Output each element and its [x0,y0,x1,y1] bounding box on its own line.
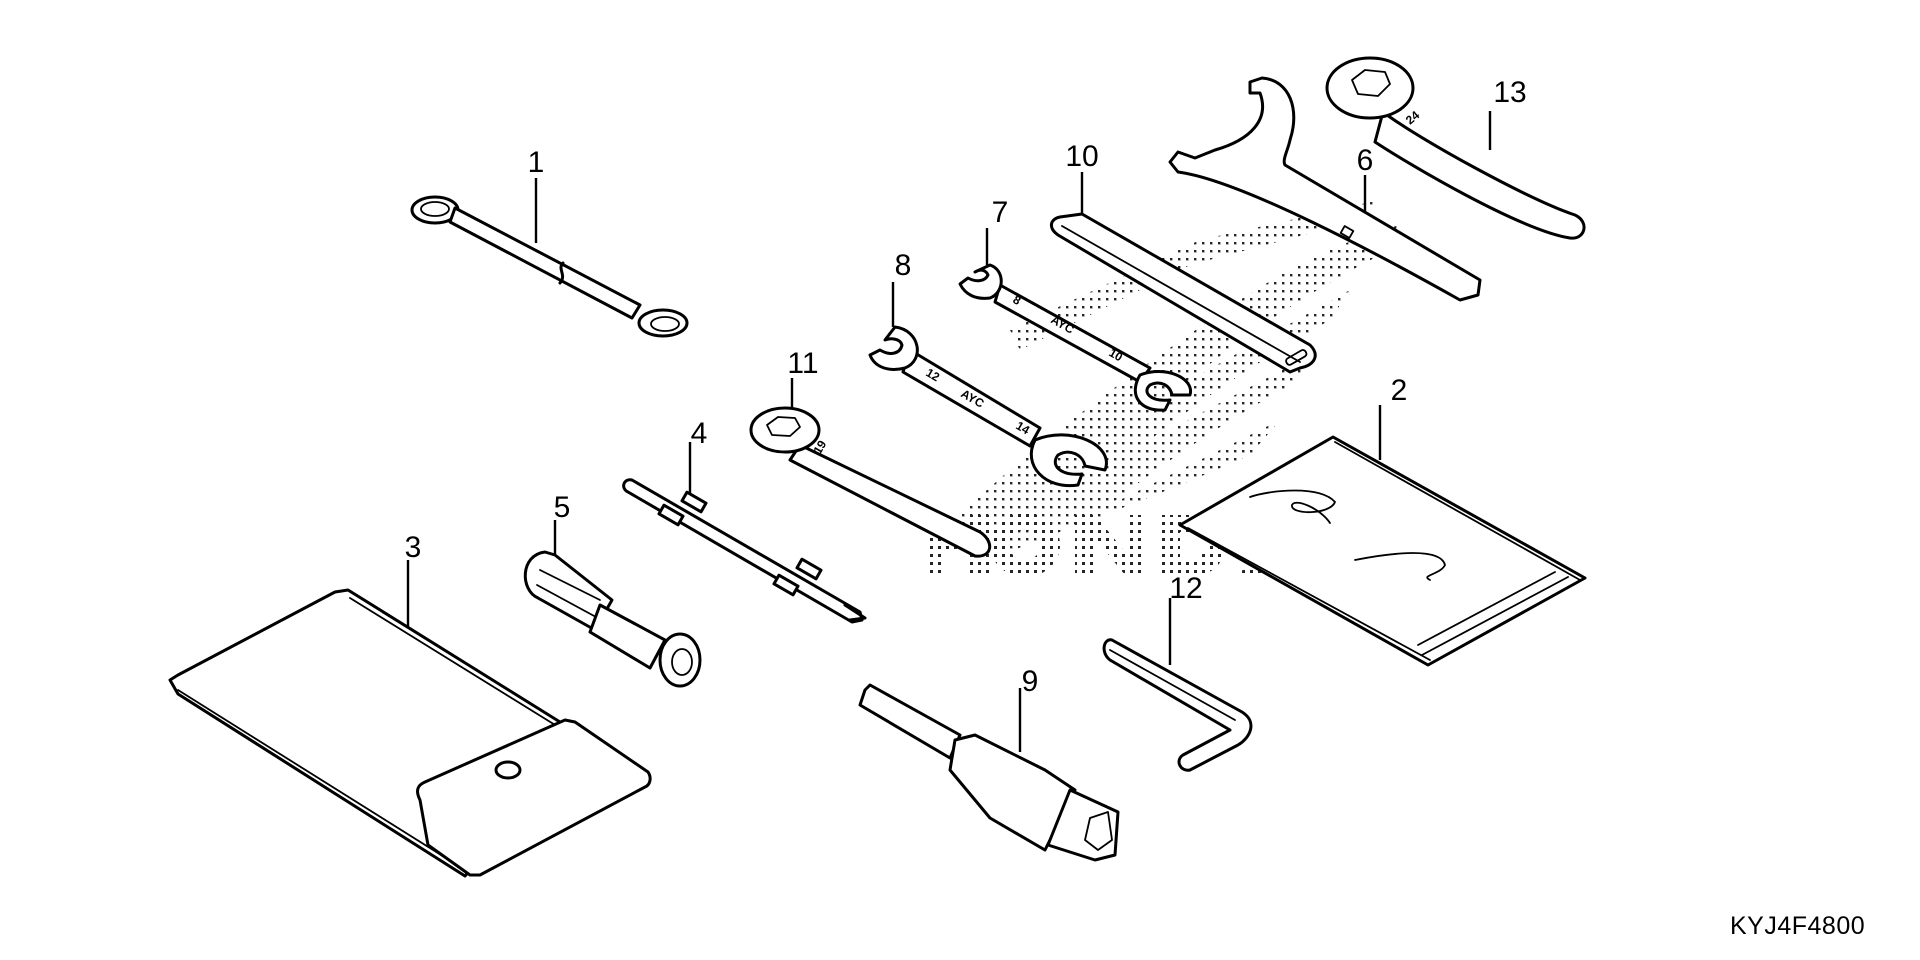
bit-clip-1 [680,490,708,514]
wrench-8-stamp-small: 12 [924,365,943,384]
wrench-11-ring [749,406,821,454]
handle-ridge-2 [536,584,597,618]
manual-bag-edge-top [1334,441,1581,581]
callout-10: 10 [1065,140,1098,173]
part-13-box-wrench-24[interactable]: 24 [1325,56,1586,240]
wrench-8-large-jaw [1029,433,1108,488]
manual-bag-edge-left [1187,527,1431,661]
part-3-tool-bag[interactable] [168,560,652,878]
callout-1: 1 [528,146,545,179]
manual-bag-body [1178,435,1587,667]
wrench-13-handle [1373,110,1586,240]
tool-bag-upper-seam [349,597,561,729]
part-8-open-end-wrench[interactable]: 12 AYC 14 [868,282,1108,488]
wrench-13-size-stamp: 24 [1403,108,1422,128]
wrench-7-large-jaw [1133,370,1192,412]
bit-shaft [622,478,864,624]
bit-clip-2 [657,503,685,527]
part-4-screwdriver-bit[interactable] [622,442,867,624]
cable-loop-right-inner [650,316,680,332]
manual-bag-reflection-2 [1354,552,1446,581]
wrench-7-stamp-large: 10 [1107,345,1126,364]
handle-socket-end [658,632,702,688]
part-6-pin-spanner[interactable] [1168,76,1482,302]
tool-bag-lower-seam [177,689,466,871]
cable-sleeve [448,206,642,320]
cable-loop-left-inner [420,201,450,217]
callout-12: 12 [1169,572,1202,605]
cable-break-mark [558,261,565,285]
wrench-11-hex-opening [766,416,801,437]
callout-8: 8 [895,249,912,282]
callout-11: 11 [787,347,818,380]
part-10-extension-bar[interactable] [1050,172,1317,374]
wrench-7-small-jaw [958,263,1003,300]
part-1-helmet-holder-cable[interactable] [410,178,689,338]
extension-bar-end-opening [1285,349,1308,366]
socket-wrench-hex-opening [1084,811,1113,851]
callout-13: 13 [1493,76,1526,109]
wing-feather-upper [1010,200,1380,350]
bit-clip-4 [772,573,800,597]
wrench-11-handle [788,443,991,558]
wrench-8-small-jaw [868,325,919,371]
callout-2: 2 [1391,374,1408,407]
callout-4: 4 [691,417,708,450]
pin-spanner-body [1168,76,1482,302]
callout-3: 3 [405,531,422,564]
wrench-13-ring [1325,56,1415,120]
part-2-manual-bag[interactable] [1178,405,1587,667]
wrench-13-hex-opening [1351,69,1391,97]
callout-9: 9 [1022,665,1039,698]
cable-loop-right [637,308,689,338]
bit-clip-3 [795,557,823,581]
pin-spanner-stamp [1339,225,1355,239]
part-11-box-wrench-19[interactable]: 19 [749,378,991,558]
manual-bag-seal-lines [1417,571,1569,656]
socket-wrench-hex-shaft [858,683,962,760]
callout-5: 5 [554,491,571,524]
callout-labels: 1 2 3 4 5 6 7 8 9 10 11 12 13 [405,76,1527,698]
tool-bag-flap [416,718,652,877]
part-9-spark-plug-wrench[interactable] [858,683,1120,862]
bit-phillips-tip [843,603,867,622]
diagram-reference-code: KYJ4F4800 [1730,912,1866,940]
tool-bag-snap-button [494,760,522,780]
socket-wrench-head [1046,788,1120,862]
wrench-11-size-stamp: 19 [810,438,829,457]
hex-key-body [1102,638,1253,772]
callout-7: 7 [992,196,1009,229]
handle-shank [588,603,667,670]
callout-6: 6 [1357,144,1374,177]
hex-key-facet [1109,649,1236,721]
handle-socket-hex [671,648,693,676]
part-5-screwdriver-handle[interactable] [523,520,702,688]
extension-bar-edge [1061,225,1301,363]
handle-ridge-1 [539,569,601,601]
part-12-hex-key[interactable] [1102,598,1253,772]
manual-bag-reflection-1 [1249,489,1336,524]
wrench-8-stamp-large: 14 [1014,418,1033,437]
